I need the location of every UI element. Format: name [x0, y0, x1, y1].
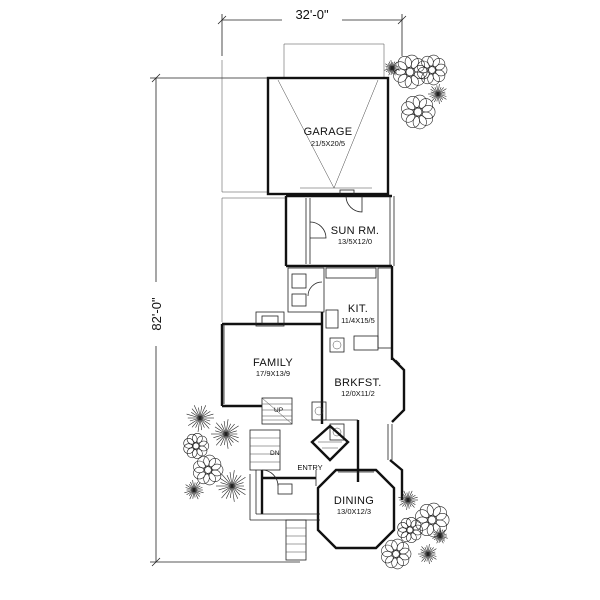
tree-icon — [183, 432, 210, 460]
tree-icon — [397, 516, 424, 544]
right-exterior — [356, 420, 404, 500]
stairs: UP DN — [249, 397, 293, 471]
sun-room-label: SUN RM. — [331, 225, 380, 237]
breakfast-size: 12/0X11/2 — [341, 389, 375, 398]
family-area — [220, 311, 322, 408]
tree-icon — [193, 454, 224, 486]
dining-size: 13/0X12/3 — [337, 507, 371, 516]
lot-lines — [221, 43, 385, 322]
room-labels: GARAGE 21/5X20/5 SUN RM. 13/5X12/0 KIT. … — [253, 126, 381, 516]
breakfast-area — [311, 357, 406, 441]
stairs-up-label: UP — [274, 407, 283, 414]
stairs-down-label: DN — [270, 450, 280, 457]
tree-icon — [384, 60, 400, 76]
garage-size: 21/5X20/5 — [311, 139, 345, 148]
tree-icon — [417, 54, 448, 86]
family-size: 17/9X13/9 — [256, 369, 290, 378]
tree-icon — [418, 544, 437, 564]
sun-room-area — [284, 194, 395, 268]
kitchen-size: 11/4X15/5 — [341, 316, 375, 325]
tree-icon — [398, 490, 418, 510]
entry-area — [260, 469, 317, 514]
garage-label: GARAGE — [304, 126, 353, 138]
tree-icon — [428, 84, 447, 104]
width-dimension: 32'-0" — [217, 7, 407, 56]
tree-icon — [401, 94, 436, 130]
depth-dimension: 82'-0" — [149, 73, 300, 567]
tree-icon — [216, 470, 246, 502]
tree-icon — [211, 419, 239, 449]
kitchen-label: KIT. — [348, 303, 368, 315]
breakfast-label: BRKFST. — [334, 377, 381, 389]
closet — [310, 424, 350, 462]
tree-icon — [415, 502, 450, 538]
tree-icon — [184, 480, 204, 500]
tree-icon — [381, 538, 412, 570]
tree-icon — [432, 528, 448, 544]
width-dimension-label: 32'-0" — [295, 7, 329, 22]
depth-dimension-label: 82'-0" — [149, 297, 164, 331]
dining-area — [316, 468, 396, 550]
family-label: FAMILY — [253, 357, 293, 369]
dining-label: DINING — [334, 495, 374, 507]
kitchen-area — [287, 266, 394, 424]
entry-label: ENTRY — [297, 463, 322, 472]
tree-icon — [186, 405, 214, 432]
sun-room-size: 13/5X12/0 — [338, 237, 372, 246]
porch — [249, 470, 320, 561]
landscaping-trees — [183, 54, 450, 570]
